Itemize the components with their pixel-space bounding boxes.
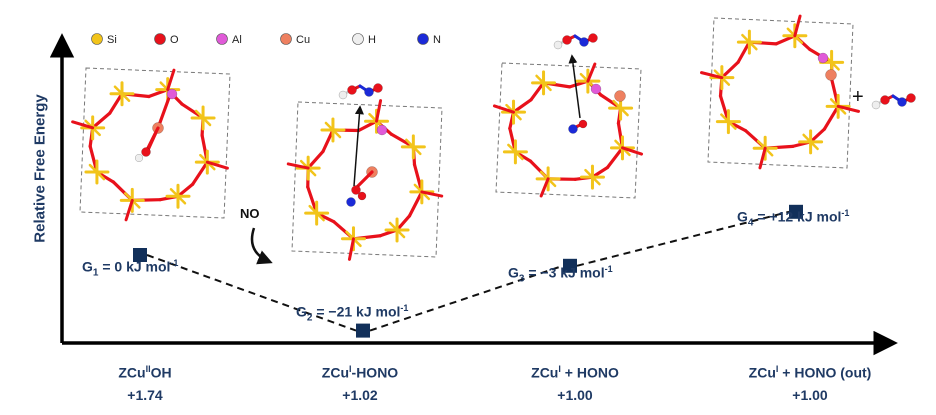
pathway-segment-2 — [369, 264, 564, 332]
desorption-arrow — [568, 54, 581, 119]
state-label-4: ZCuI + HONO (out) +1.00 — [705, 358, 915, 406]
zeolite-structures — [71, 14, 916, 261]
legend-label: H — [368, 34, 376, 46]
legend-swatch — [280, 33, 292, 45]
legend-label: N — [433, 34, 441, 46]
reactant-no-label: NO — [240, 206, 260, 221]
state-marker-2 — [356, 323, 370, 338]
state-label-3: ZCuI + HONO +1.00 — [490, 358, 660, 406]
legend-item-h: H — [352, 33, 376, 46]
pathway-segment-3 — [576, 210, 790, 267]
legend-item-si: Si — [91, 33, 117, 46]
desorption-arrow — [353, 105, 364, 187]
plus-sign: + — [852, 86, 864, 108]
legend-swatch — [417, 33, 429, 45]
legend-swatch — [154, 33, 166, 45]
state-charge-4: +1.00 — [792, 386, 828, 403]
o-atom — [562, 35, 572, 45]
h-atom — [134, 153, 144, 163]
unit-cell-outline — [79, 67, 231, 219]
n-atom — [346, 197, 356, 207]
al-atom — [166, 88, 178, 100]
state-marker-4 — [789, 204, 803, 219]
y-axis-label: Relative Free Energy — [31, 94, 49, 243]
o-atom — [880, 95, 890, 105]
legend-item-al: Al — [216, 33, 242, 46]
o-atom — [578, 119, 588, 129]
energy-label-g3: G3 = −3 kJ mol-1 — [508, 264, 613, 285]
o-atom — [347, 85, 357, 95]
structure-zcu-oh — [71, 67, 231, 222]
energy-label-g2: G2 = −21 kJ mol-1 — [296, 303, 409, 324]
legend-swatch — [91, 33, 103, 45]
state-charge-2: +1.02 — [342, 386, 378, 403]
n-atom — [568, 124, 578, 134]
structure-zcu-plus-hono — [492, 33, 644, 199]
n-atom — [579, 37, 589, 47]
al-atom — [590, 83, 602, 95]
h-atom — [553, 40, 563, 50]
pathway-segment-1 — [146, 254, 357, 332]
legend-item-cu: Cu — [280, 33, 310, 46]
legend-item-n: N — [417, 33, 441, 46]
legend-label: Si — [107, 34, 117, 46]
no-addition-arrow — [250, 227, 273, 265]
o-atom — [588, 33, 598, 43]
al-atom — [817, 52, 829, 64]
al-atom — [376, 124, 388, 136]
cu-atom — [614, 90, 626, 102]
atom-legend: Si O Al Cu H N — [91, 33, 441, 46]
n-atom — [364, 87, 374, 97]
structure-zcu-hono — [286, 83, 444, 261]
o-atom — [357, 191, 367, 201]
h-atom — [338, 90, 348, 100]
structure-zcu-hono-out — [700, 14, 916, 170]
legend-label: O — [170, 34, 179, 46]
legend-swatch — [352, 33, 364, 45]
n-atom — [897, 97, 907, 107]
state-charge-1: +1.74 — [127, 386, 163, 403]
o-atom — [141, 147, 151, 157]
state-label-2: ZCuI-HONO +1.02 — [280, 358, 440, 406]
legend-item-o: O — [154, 33, 179, 46]
o-atom — [373, 83, 383, 93]
state-label-1: ZCuIIOH +1.74 — [70, 358, 220, 406]
state-charge-3: +1.00 — [557, 386, 593, 403]
legend-swatch — [216, 33, 228, 45]
cu-atom — [825, 69, 837, 81]
energy-label-g4: G4 = +12 kJ mol-1 — [737, 208, 850, 229]
o-atom — [906, 93, 916, 103]
state-marker-1 — [133, 248, 147, 262]
state-marker-3 — [563, 258, 577, 273]
o-atom — [351, 185, 361, 195]
legend-label: Al — [232, 34, 242, 46]
h-atom — [871, 100, 881, 110]
energy-label-g1: G1 = 0 kJ mol-1 — [82, 258, 179, 279]
legend-label: Cu — [296, 34, 310, 46]
unit-cell-outline — [707, 17, 854, 169]
energy-pathway — [133, 204, 803, 338]
